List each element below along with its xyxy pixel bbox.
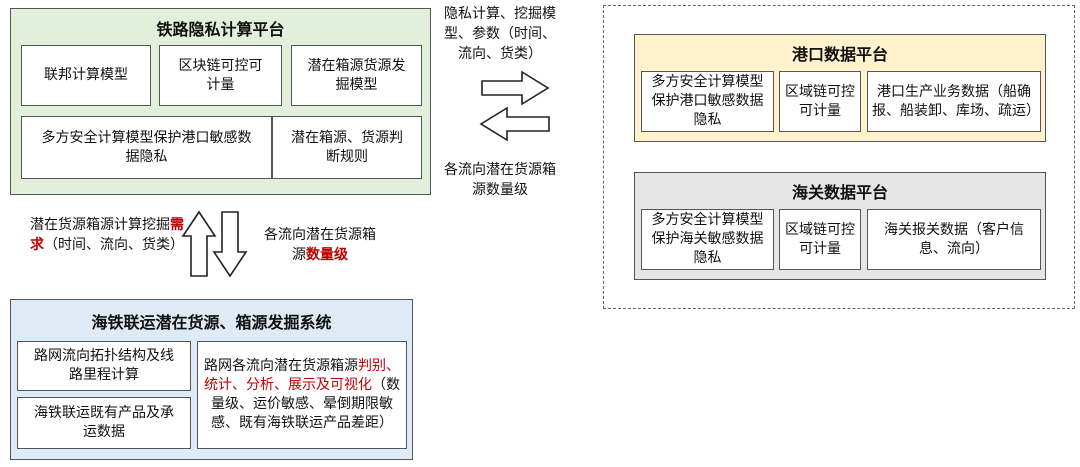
demand-text: 潜在货源箱源计算挖掘需求（时间、流向、货类） xyxy=(30,215,184,255)
exchange-send-label: 隐私计算、挖掘模型、参数（时间、流向、货类） xyxy=(444,6,556,62)
port-business-box: 港口生产业务数据（船确报、船装卸、库场、疏运） xyxy=(867,71,1041,132)
potential-model-label: 潜在箱源货源发掘模型 xyxy=(307,57,406,93)
customs-blockchain-box: 区域链可控可计量 xyxy=(779,209,861,270)
analysis-part1: 路网各流向潜在货源箱源 xyxy=(204,358,358,374)
magnitude-text-part1: 各流向潜在货源箱源 xyxy=(264,227,376,263)
rail-platform-panel: 铁路隐私计算平台 联邦计算模型 区块链可控可计量 潜在箱源货源发掘模型 多方安全… xyxy=(10,8,431,195)
discovery-system-title: 海铁联运潜在货源、箱源发掘系统 xyxy=(91,313,332,332)
customs-declaration-label: 海关报关数据（客户信息、流向） xyxy=(884,221,1024,257)
customs-declaration-box: 海关报关数据（客户信息、流向） xyxy=(867,209,1041,270)
rail-mpc-label: 多方安全计算模型保护港口敏感数据隐私 xyxy=(41,129,252,165)
blockchain-label: 区块链可控可计量 xyxy=(178,57,263,93)
demand-text-part1: 潜在货源箱源计算挖掘 xyxy=(30,217,170,233)
federated-model-box: 联邦计算模型 xyxy=(21,45,151,106)
blockchain-box: 区块链可控可计量 xyxy=(159,45,282,106)
judgment-rules-label: 潜在箱源、货源判断规则 xyxy=(291,129,403,165)
analysis-box: 路网各流向潜在货源箱源判别、统计、分析、展示及可视化（数量级、运价敏感、晕倒期限… xyxy=(197,341,407,449)
data-platforms-container xyxy=(603,5,1075,309)
port-mpc-label: 多方安全计算模型保护港口敏感数据隐私 xyxy=(651,74,764,128)
exchange-send-text: 隐私计算、挖掘模型、参数（时间、流向、货类） xyxy=(442,4,558,64)
port-blockchain-label: 区域链可控可计量 xyxy=(785,83,855,119)
port-business-label: 港口生产业务数据（船确报、船装卸、库场、疏运） xyxy=(872,83,1040,119)
federated-model-label: 联邦计算模型 xyxy=(44,67,128,83)
analysis-text: 路网各流向潜在货源箱源判别、统计、分析、展示及可视化（数量级、运价敏感、晕倒期限… xyxy=(204,357,400,433)
customs-platform-title: 海关数据平台 xyxy=(791,183,888,202)
customs-blockchain-label: 区域链可控可计量 xyxy=(785,221,855,257)
demand-highlight: 需求 xyxy=(30,217,184,253)
topology-label: 路网流向拓扑结构及线路里程计算 xyxy=(34,348,174,383)
arrow-up-icon xyxy=(181,210,217,277)
port-platform-title: 港口数据平台 xyxy=(791,45,888,64)
rail-mpc-box: 多方安全计算模型保护港口敏感数据隐私 xyxy=(21,116,272,179)
analysis-highlight: 判别、统计、分析、展示及可视化 xyxy=(204,358,400,393)
port-blockchain-box: 区域链可控可计量 xyxy=(779,71,861,132)
port-platform-panel: 港口数据平台 多方安全计算模型保护港口敏感数据隐私 区域链可控可计量 港口生产业… xyxy=(634,34,1046,142)
customs-mpc-box: 多方安全计算模型保护海关敏感数据隐私 xyxy=(641,209,774,270)
exchange-return-text: 各流向潜在货源箱源数量级 xyxy=(440,160,560,200)
products-label: 海铁联运既有产品及承运数据 xyxy=(34,405,174,440)
demand-text-part2: （时间、流向、货类） xyxy=(44,237,184,253)
topology-box: 路网流向拓扑结构及线路里程计算 xyxy=(17,341,191,391)
potential-model-box: 潜在箱源货源发掘模型 xyxy=(291,45,422,106)
port-mpc-box: 多方安全计算模型保护港口敏感数据隐私 xyxy=(641,71,774,132)
discovery-system-panel: 海铁联运潜在货源、箱源发掘系统 路网流向拓扑结构及线路里程计算 海铁联运既有产品… xyxy=(10,299,413,460)
arrow-down-icon xyxy=(212,211,248,278)
magnitude-highlight: 数量级 xyxy=(306,247,348,263)
customs-platform-panel: 海关数据平台 多方安全计算模型保护海关敏感数据隐私 区域链可控可计量 海关报关数… xyxy=(634,172,1046,280)
arrow-left-icon xyxy=(479,106,550,142)
customs-mpc-label: 多方安全计算模型保护海关敏感数据隐私 xyxy=(651,212,764,266)
judgment-rules-box: 潜在箱源、货源判断规则 xyxy=(272,116,422,179)
magnitude-text: 各流向潜在货源箱源数量级 xyxy=(258,225,382,265)
analysis-part2: （数量级、运价敏感、晕倒期限敏感、既有海铁联运产品差距） xyxy=(211,377,400,431)
products-box: 海铁联运既有产品及承运数据 xyxy=(17,397,191,449)
arrow-right-icon xyxy=(481,70,550,106)
exchange-return-label: 各流向潜在货源箱源数量级 xyxy=(444,162,556,198)
rail-platform-title: 铁路隐私计算平台 xyxy=(156,20,285,39)
